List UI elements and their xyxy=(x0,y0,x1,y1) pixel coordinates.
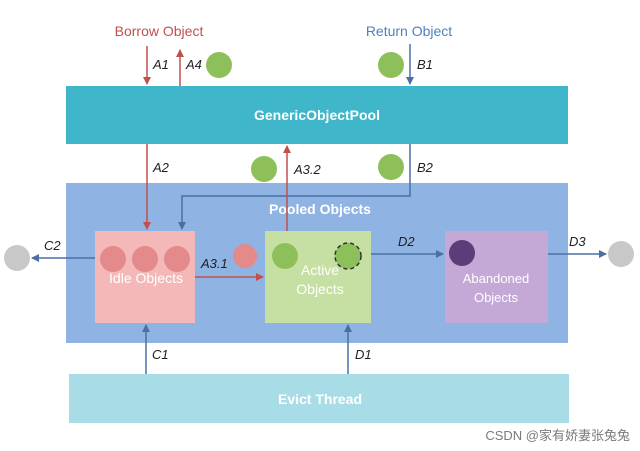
idle-object-dot xyxy=(164,246,190,272)
edge-label-d3: D3 xyxy=(569,234,586,249)
active-objects-label-line1: Active xyxy=(301,262,339,278)
active-object-dot xyxy=(272,243,298,269)
c2-evicted-dot xyxy=(4,245,30,271)
abandoned-object-dot xyxy=(449,240,475,266)
active-objects-label-line2: Objects xyxy=(296,281,343,297)
evict-thread-label: Evict Thread xyxy=(278,391,362,407)
generic-object-pool-label: GenericObjectPool xyxy=(254,107,380,123)
edge-label-a4: A4 xyxy=(185,57,202,72)
generic-object-pool-box xyxy=(66,86,568,144)
edge-label-d1: D1 xyxy=(355,347,372,362)
edge-label-c2: C2 xyxy=(44,238,61,253)
return-object-label: Return Object xyxy=(366,23,452,39)
edge-label-a2: A2 xyxy=(152,160,170,175)
d3-removed-dot xyxy=(608,241,634,267)
borrow-object-label: Borrow Object xyxy=(115,23,204,39)
b1-object-dot xyxy=(378,52,404,78)
idle-objects-label: Idle Objects xyxy=(109,270,183,286)
evict-thread-box xyxy=(69,374,569,423)
abandoned-objects-label-line1: Abandoned xyxy=(463,271,530,286)
edge-label-b2: B2 xyxy=(417,160,434,175)
edge-label-a3-2: A3.2 xyxy=(293,162,322,177)
abandoned-objects-label-line2: Objects xyxy=(474,290,519,305)
csdn-watermark: CSDN @家有娇妻张兔兔 xyxy=(485,428,630,443)
arrow-b2 xyxy=(178,144,411,230)
edge-label-a1: A1 xyxy=(152,57,169,72)
a3-1-object-dot xyxy=(233,244,257,268)
idle-object-dot xyxy=(100,246,126,272)
edge-label-c1: C1 xyxy=(152,347,169,362)
a4-object-dot xyxy=(206,52,232,78)
edge-label-d2: D2 xyxy=(398,234,415,249)
idle-object-dot xyxy=(132,246,158,272)
a3-2-object-dot xyxy=(251,156,277,182)
abandoning-object-dot xyxy=(334,242,362,270)
edge-label-b1: B1 xyxy=(417,57,433,72)
pooled-objects-label: Pooled Objects xyxy=(269,201,371,217)
b2-object-dot xyxy=(378,154,404,180)
edge-label-a3-1: A3.1 xyxy=(200,256,228,271)
